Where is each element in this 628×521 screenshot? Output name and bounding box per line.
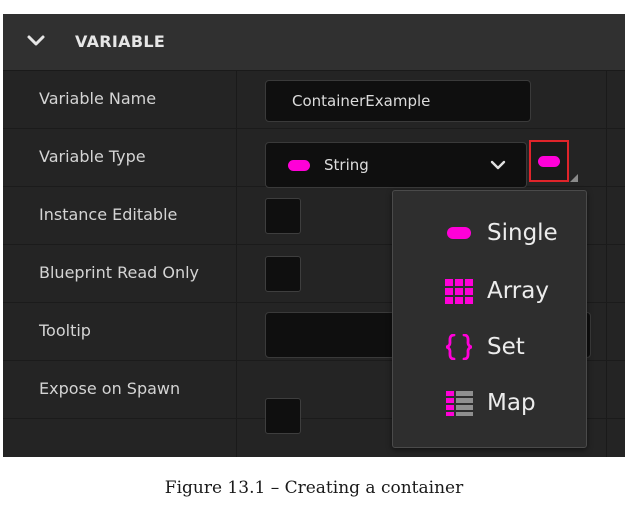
column-divider	[236, 70, 237, 457]
chevron-down-icon[interactable]	[25, 30, 47, 52]
menu-item-label: Set	[487, 334, 525, 360]
dropdown-corner-icon	[570, 174, 578, 182]
row-instance-editable: Instance Editable	[3, 186, 625, 245]
row-blueprint-read-only: Blueprint Read Only	[3, 244, 625, 303]
figure-caption: Figure 13.1 – Creating a container	[164, 478, 464, 498]
map-list-icon	[446, 391, 473, 416]
array-grid-icon	[445, 279, 473, 304]
menu-item-array[interactable]: Array	[393, 263, 586, 319]
instance-editable-checkbox[interactable]	[265, 198, 301, 234]
row-tooltip: Tooltip	[3, 302, 625, 361]
row-label: Expose on Spawn	[39, 379, 181, 398]
row-label: Instance Editable	[39, 205, 178, 224]
section-title: VARIABLE	[75, 32, 166, 51]
container-type-button[interactable]	[529, 140, 569, 182]
blueprint-read-only-checkbox[interactable]	[265, 256, 301, 292]
variable-name-value: ContainerExample	[292, 92, 431, 110]
menu-item-label: Single	[487, 220, 558, 246]
row-expose-on-spawn: Expose on Spawn	[3, 360, 625, 419]
single-pill-icon	[447, 227, 471, 239]
variable-section-header[interactable]: VARIABLE	[3, 14, 625, 71]
row-variable-name: Variable Name	[3, 70, 625, 129]
expose-on-spawn-checkbox[interactable]	[265, 398, 301, 434]
single-pill-icon	[538, 156, 560, 167]
menu-item-map[interactable]: Map	[393, 375, 586, 431]
variable-type-value: String	[324, 156, 369, 174]
variable-type-dropdown[interactable]: String	[265, 142, 527, 188]
chevron-down-icon	[490, 160, 506, 170]
column-divider-right	[606, 70, 607, 457]
row-label: Tooltip	[39, 321, 91, 340]
menu-item-single[interactable]: Single	[393, 205, 586, 261]
container-type-menu: Single Array Set Map	[392, 190, 587, 448]
set-braces-icon	[445, 334, 473, 360]
row-label: Blueprint Read Only	[39, 263, 200, 282]
string-type-pill-icon	[288, 160, 310, 171]
variable-name-input[interactable]: ContainerExample	[265, 80, 531, 122]
row-label: Variable Type	[39, 147, 146, 166]
menu-item-set[interactable]: Set	[393, 319, 586, 375]
menu-item-label: Map	[487, 390, 536, 416]
menu-item-label: Array	[487, 278, 549, 304]
row-label: Variable Name	[39, 89, 157, 108]
